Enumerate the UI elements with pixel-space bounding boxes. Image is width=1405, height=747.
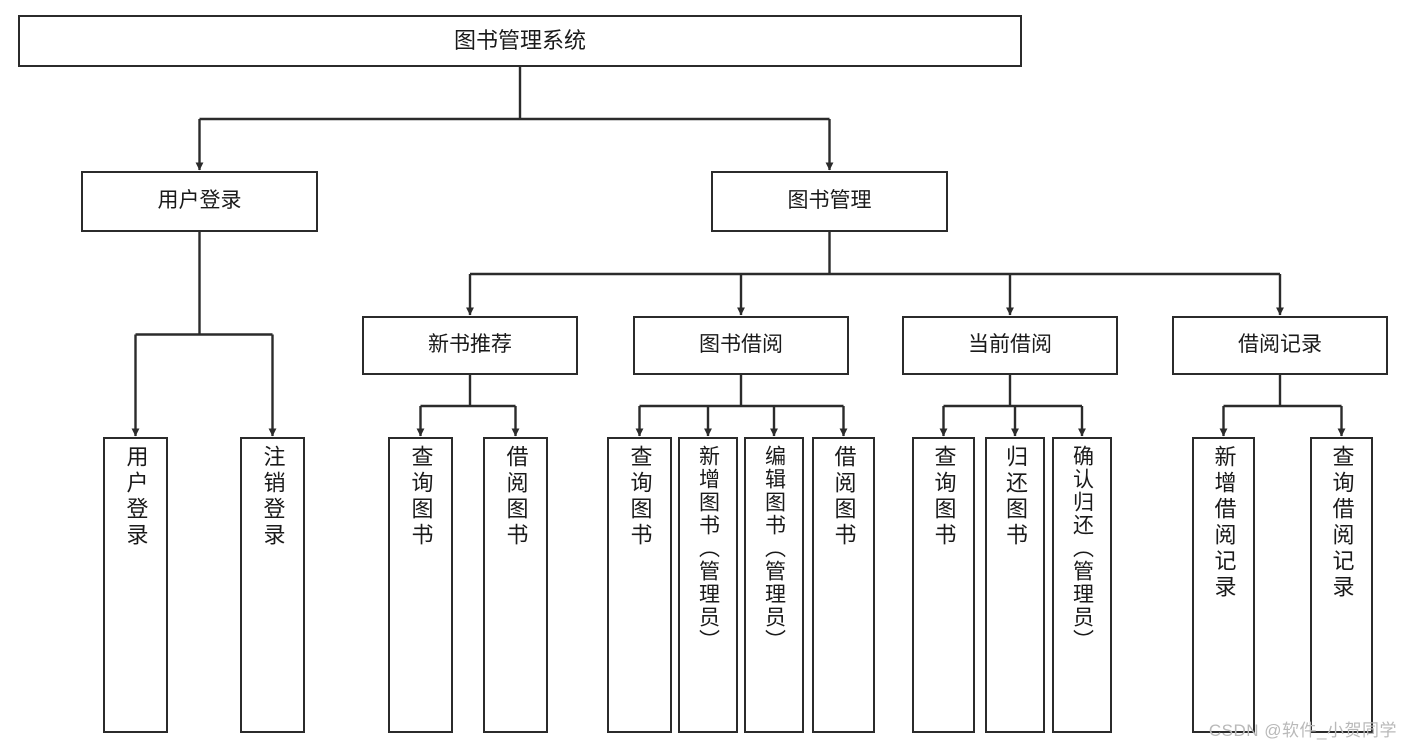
node-current-borrow: 当前借阅 [902, 316, 1118, 375]
node-label: 用户登录 [157, 189, 242, 213]
csdn-watermark: CSDN @软件_小贺同学 [1208, 721, 1397, 740]
node-label: 新书推荐 [428, 333, 512, 357]
node-label: 新增借阅记录 [1211, 445, 1237, 601]
node-label: 图书管理系统 [453, 28, 586, 54]
node-label: 查询图书 [931, 445, 957, 549]
node-user-login: 用户登录 [81, 171, 318, 232]
node-label: 借阅记录 [1238, 333, 1322, 357]
node-leaf-query-book-3: 查询图书 [912, 437, 975, 733]
node-label: 查询图书 [627, 445, 653, 549]
node-book-borrow: 图书借阅 [633, 316, 849, 375]
node-leaf-add-record: 新增借阅记录 [1192, 437, 1255, 733]
node-label: 图书管理 [787, 189, 872, 213]
node-leaf-edit-book: 编辑图书（管理员） [744, 437, 804, 733]
node-leaf-add-book: 新增图书（管理员） [678, 437, 738, 733]
node-leaf-user-logout: 注销登录 [240, 437, 305, 733]
node-leaf-confirm-return: 确认归还（管理员） [1052, 437, 1112, 733]
node-new-book-rec: 新书推荐 [362, 316, 578, 375]
node-label: 查询图书 [408, 445, 434, 549]
node-label: 查询借阅记录 [1329, 445, 1355, 601]
node-leaf-query-book-2: 查询图书 [607, 437, 672, 733]
node-label: 注销登录 [260, 445, 286, 549]
node-label: 用户登录 [123, 445, 149, 549]
node-leaf-user-login: 用户登录 [103, 437, 168, 733]
node-leaf-return-book: 归还图书 [985, 437, 1045, 733]
node-book-manage: 图书管理 [711, 171, 948, 232]
node-label: 确认归还（管理员） [1070, 445, 1094, 652]
node-label: 归还图书 [1003, 445, 1028, 549]
node-label: 借阅图书 [831, 445, 857, 549]
node-label: 当前借阅 [968, 333, 1052, 357]
node-leaf-borrow-book-1: 借阅图书 [483, 437, 548, 733]
node-leaf-borrow-book-2: 借阅图书 [812, 437, 875, 733]
node-leaf-query-record: 查询借阅记录 [1310, 437, 1373, 733]
node-label: 图书借阅 [699, 333, 783, 357]
node-leaf-query-book-1: 查询图书 [388, 437, 453, 733]
node-borrow-record: 借阅记录 [1172, 316, 1388, 375]
node-label: 新增图书（管理员） [696, 445, 720, 652]
node-label: 借阅图书 [503, 445, 529, 549]
node-root: 图书管理系统 [18, 15, 1022, 67]
node-label: 编辑图书（管理员） [762, 445, 786, 652]
